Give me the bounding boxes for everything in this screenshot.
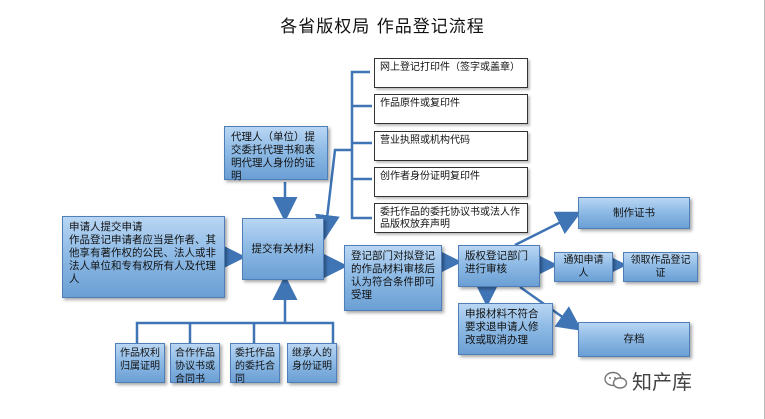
diagram-title: 各省版权局 作品登记流程	[280, 17, 485, 37]
watermark: 知产库	[604, 366, 692, 395]
wechat-logo-icon	[604, 371, 628, 389]
bottom-commission-contract: 委托作品的委托合同	[230, 343, 280, 385]
reject-box: 申报材料不符合要求退申请人修改或取消办理	[458, 303, 553, 355]
make-certificate-box: 制作证书	[578, 197, 690, 229]
notify-applicant-box: 通知申请人	[554, 252, 613, 282]
document-to-submit-arrow	[314, 148, 352, 240]
doc-original-copy: 作品原件或复印件	[374, 94, 528, 124]
doc-commission-agreement: 委托作品的委托协议书或法人作品版权放弃声明	[374, 203, 528, 233]
watermark-text: 知产库	[632, 370, 692, 394]
bottom-cooperation-agreement: 合作作品协议书或合同书	[170, 343, 220, 385]
doc-online-printout: 网上登记打印件（签字或盖章）	[374, 58, 528, 88]
copyright-review-box: 版权登记部门进行审核	[458, 245, 540, 287]
bottom-ownership-proof: 作品权利归属证明	[115, 343, 165, 383]
document-bracket	[350, 70, 372, 220]
review2-to-certificate-arrow	[514, 211, 582, 247]
doc-creator-id: 创作者身份证明复印件	[374, 167, 528, 197]
receive-certificate-box: 领取作品登记证	[623, 252, 698, 282]
bottom-heir-id: 继承人的身份证明	[287, 343, 337, 383]
submit-materials-box: 提交有关材料	[242, 218, 324, 280]
agent-box: 代理人（单位）提交委托代理书和表明代理人身份的证明	[224, 126, 328, 182]
applicant-box: 申请人提交申请 作品登记申请者应当是作者、其他享有著作权的公民、法人或非法人单位…	[62, 216, 225, 298]
archive-box: 存档	[578, 322, 690, 357]
review-accept-box: 登记部门对拟登记的作品材料审核后认为符合条件即可受理	[344, 245, 442, 311]
doc-business-license: 营业执照或机构代码	[374, 131, 528, 161]
bottom-bracket	[135, 321, 335, 343]
